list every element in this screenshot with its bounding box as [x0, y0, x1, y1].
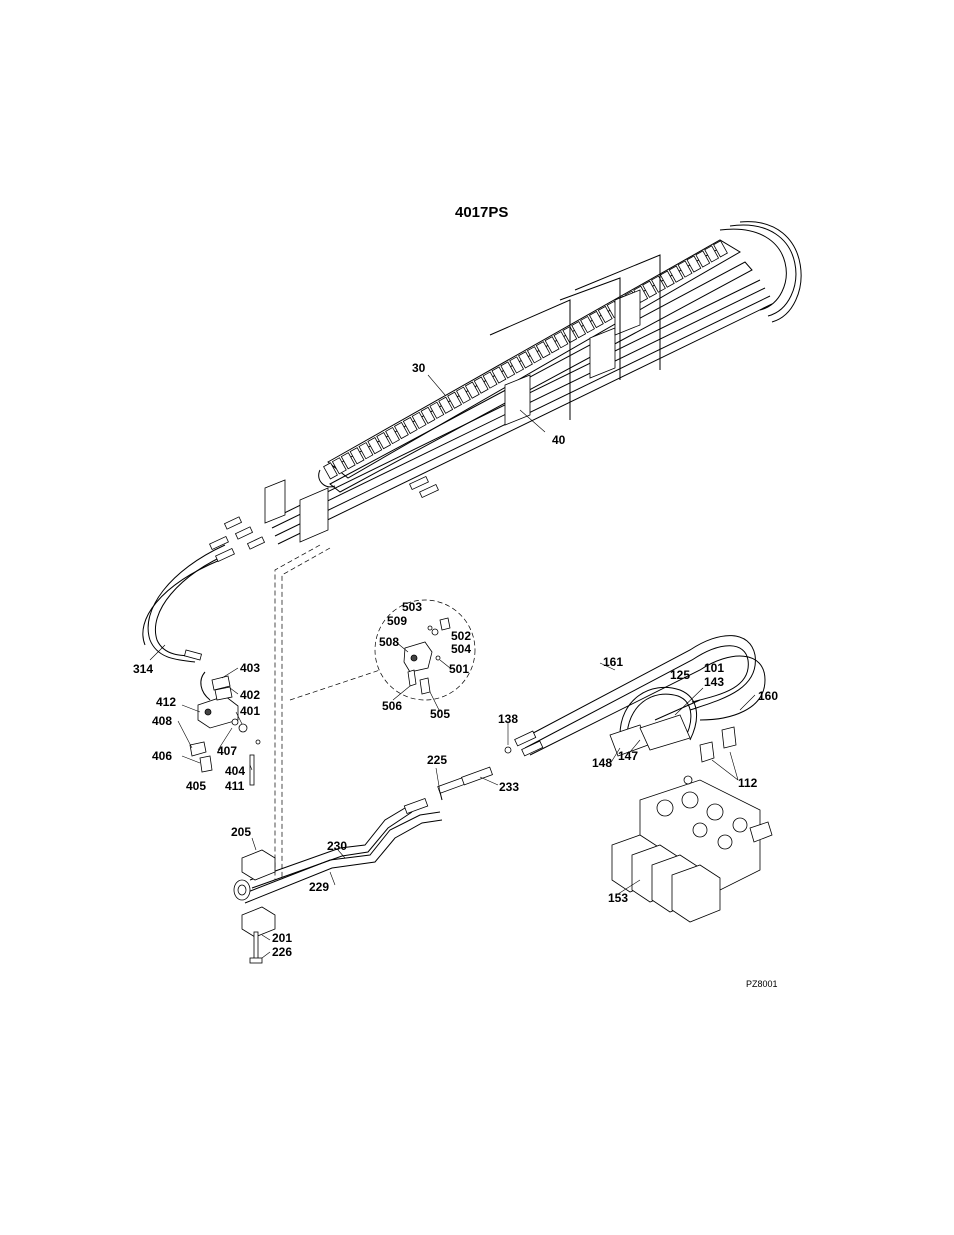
chain-link: [713, 240, 728, 258]
chain-link: [323, 462, 338, 480]
diagram-title: 4017PS: [455, 204, 509, 221]
cable-carrier-chain: [318, 239, 753, 493]
chain-link: [420, 406, 436, 424]
chain-link: [340, 452, 356, 470]
chain-link: [500, 361, 516, 379]
callout-504: 504: [451, 642, 472, 656]
callout-160: 160: [758, 689, 779, 703]
callout-403: 403: [240, 661, 261, 675]
callout-101: 101: [704, 661, 725, 675]
callout-503: 503: [402, 600, 423, 614]
manifold-148: [609, 699, 737, 763]
callout-161: 161: [603, 655, 624, 669]
callout-314: 314: [133, 662, 154, 676]
callout-125: 125: [670, 668, 691, 682]
callout-411: 411: [225, 779, 245, 793]
chain-link: [677, 260, 693, 278]
chain-link: [482, 371, 498, 389]
chain-link: [518, 351, 533, 369]
callout-148: 148: [592, 756, 613, 770]
callout-508: 508: [379, 635, 400, 649]
chain-link: [349, 447, 365, 465]
chain-link: [571, 320, 587, 339]
chain-link: [588, 310, 604, 329]
chain-link: [668, 265, 684, 283]
detail-circle-500: [374, 599, 476, 701]
chain-link: [456, 386, 471, 404]
callout-30: 30: [412, 361, 426, 375]
chain-link: [491, 366, 507, 384]
callout-406: 406: [152, 749, 173, 763]
chain-link: [659, 270, 675, 288]
callout-229: 229: [309, 880, 330, 894]
callout-509: 509: [387, 614, 408, 628]
chain-link: [376, 431, 392, 450]
chain-link: [509, 356, 525, 374]
chain-link: [331, 457, 347, 475]
chain-link: [464, 381, 480, 399]
callout-225: 225: [427, 753, 448, 767]
callout-402: 402: [240, 688, 261, 702]
callout-408: 408: [152, 714, 173, 728]
callout-407: 407: [217, 744, 238, 758]
chain-link: [367, 437, 383, 455]
drawing-code: PZ8001: [746, 979, 778, 989]
boom-brackets: [264, 254, 661, 543]
chain-link: [358, 442, 374, 460]
chain-link: [597, 305, 613, 324]
chain-link: [385, 426, 400, 445]
callout-205: 205: [231, 825, 252, 839]
chain-link: [686, 255, 702, 273]
callout-153: 153: [608, 891, 629, 905]
callout-226: 226: [272, 945, 293, 959]
callout-201: 201: [272, 931, 293, 945]
clamp-205: [241, 849, 276, 964]
chain-link: [642, 280, 658, 298]
callout-506: 506: [382, 699, 403, 713]
callout-230: 230: [327, 839, 348, 853]
callout-412: 412: [156, 695, 177, 709]
callout-112: 112: [738, 776, 758, 790]
chain-link: [695, 250, 711, 268]
chain-link: [429, 401, 445, 419]
callout-147: 147: [618, 749, 639, 763]
pressure-hoses-161-160: [504, 635, 766, 757]
callout-404: 404: [225, 764, 246, 778]
callout-401: 401: [240, 704, 261, 718]
callout-40: 40: [552, 433, 566, 447]
chain-link: [411, 411, 427, 430]
chain-link: [447, 391, 463, 409]
callout-143: 143: [704, 675, 725, 689]
boom-hose-fittings: [223, 475, 439, 550]
callout-138: 138: [498, 712, 519, 726]
chain-link: [473, 376, 489, 394]
chain-link: [553, 331, 569, 349]
chain-link: [526, 346, 542, 364]
chain-link: [402, 416, 418, 435]
control-valve-153: [611, 775, 773, 923]
callout-leaders: [149, 374, 756, 959]
callout-502: 502: [451, 629, 472, 643]
chain-link: [393, 421, 409, 440]
chain-link: [580, 315, 595, 334]
dashed-leader-lines: [274, 544, 381, 880]
chain-link: [651, 275, 666, 293]
chain-link: [544, 336, 560, 354]
tube-assembly-229-230: [233, 766, 493, 904]
callout-505: 505: [430, 707, 451, 721]
chain-link: [704, 245, 720, 263]
hoses-314: [142, 535, 235, 663]
callout-501: 501: [449, 662, 470, 676]
callout-233: 233: [499, 780, 520, 794]
chain-link: [535, 341, 551, 359]
valve-assembly-412: [189, 671, 261, 786]
boom-hose-bundle: [269, 221, 802, 545]
chain-link: [438, 396, 454, 414]
callout-405: 405: [186, 779, 207, 793]
